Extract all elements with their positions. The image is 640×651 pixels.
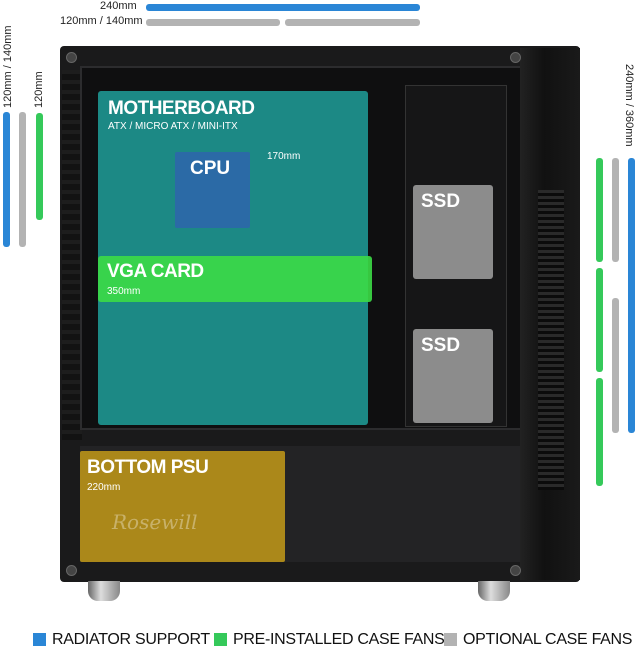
cpu-cooler-height: 170mm (267, 151, 301, 162)
top-radiator-label: 240mm (100, 0, 137, 12)
left-radiator-bar (3, 112, 10, 247)
right-radiator-label: 240mm / 360mm (623, 64, 635, 147)
ssd-bay-1 (413, 185, 493, 279)
screw-top-right (510, 52, 521, 63)
vga-length: 350mm (107, 286, 141, 297)
right-preinstalled-fan-bar-2 (596, 268, 603, 372)
left-preinstalled-fan-bar (36, 113, 43, 220)
right-optional-fan-bar-2 (612, 298, 619, 433)
legend-optional-swatch (444, 633, 457, 646)
foot-right (478, 581, 510, 601)
vga-area (98, 256, 372, 302)
right-optional-fan-bar-1 (612, 158, 619, 262)
legend-radiator-label: RADIATOR SUPPORT (52, 631, 210, 648)
psu-title: BOTTOM PSU (87, 457, 209, 478)
ssd-1-title: SSD (421, 191, 461, 212)
psu-length: 220mm (87, 482, 121, 493)
left-radiator-label: 120mm / 140mm (2, 25, 14, 108)
left-optional-fan-bar (19, 112, 26, 247)
psu-area (80, 451, 285, 562)
rear-vent-strip (62, 70, 82, 440)
screw-top-left (66, 52, 77, 63)
top-optional-fan-bar-2 (285, 19, 420, 26)
right-radiator-bar (628, 158, 635, 433)
left-preinstalled-label: 120mm (33, 71, 45, 108)
legend-radiator-swatch (33, 633, 46, 646)
front-vent-mesh (538, 190, 564, 490)
legend-preinstalled-label: PRE-INSTALLED CASE FANS (233, 631, 445, 648)
top-radiator-bar (146, 4, 420, 11)
ssd-bay-2 (413, 329, 493, 423)
legend-preinstalled-swatch (214, 633, 227, 646)
psu-brand-logo: Rosewill (112, 510, 198, 534)
screw-bottom-right (510, 565, 521, 576)
screw-bottom-left (66, 565, 77, 576)
right-preinstalled-fan-bar-1 (596, 158, 603, 262)
cpu-area (175, 152, 250, 228)
motherboard-formats: ATX / MICRO ATX / MINI-ITX (108, 121, 238, 132)
top-optional-label: 120mm / 140mm (60, 15, 143, 27)
foot-left (88, 581, 120, 601)
vga-title: VGA CARD (107, 261, 204, 282)
top-optional-fan-bar-1 (146, 19, 280, 26)
motherboard-title: MOTHERBOARD (108, 98, 255, 119)
right-preinstalled-fan-bar-3 (596, 378, 603, 486)
legend-optional-label: OPTIONAL CASE FANS (463, 631, 633, 648)
cpu-title: CPU (190, 158, 231, 179)
ssd-2-title: SSD (421, 335, 461, 356)
